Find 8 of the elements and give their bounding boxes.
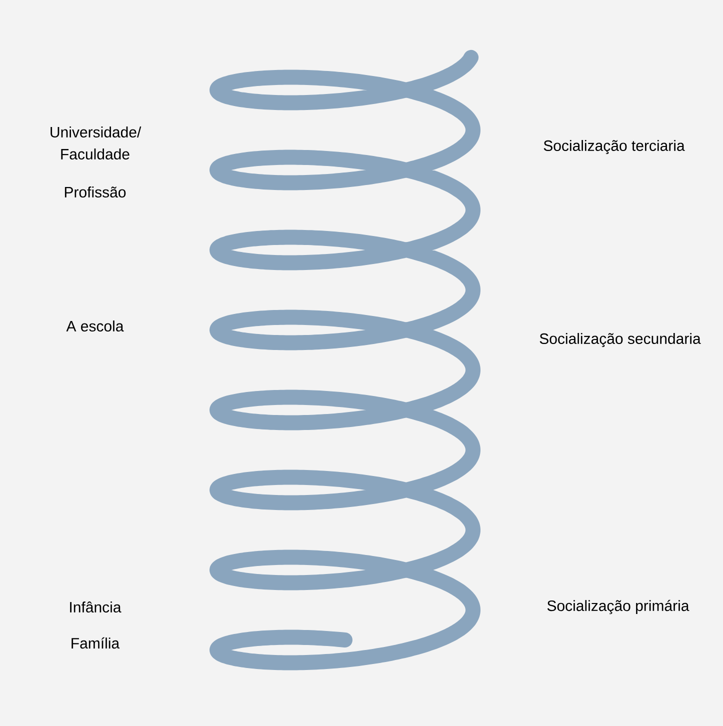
label: Socialização secundaria — [540, 332, 701, 348]
label: A escola — [66, 320, 124, 332]
label: Profissão — [64, 186, 126, 198]
label: Universidade/ Faculdade — [50, 126, 142, 160]
label: Socialização terciaria — [544, 140, 685, 154]
label: Família — [72, 637, 120, 649]
label: Socialização primária — [547, 600, 690, 614]
label: Infância — [70, 601, 122, 613]
